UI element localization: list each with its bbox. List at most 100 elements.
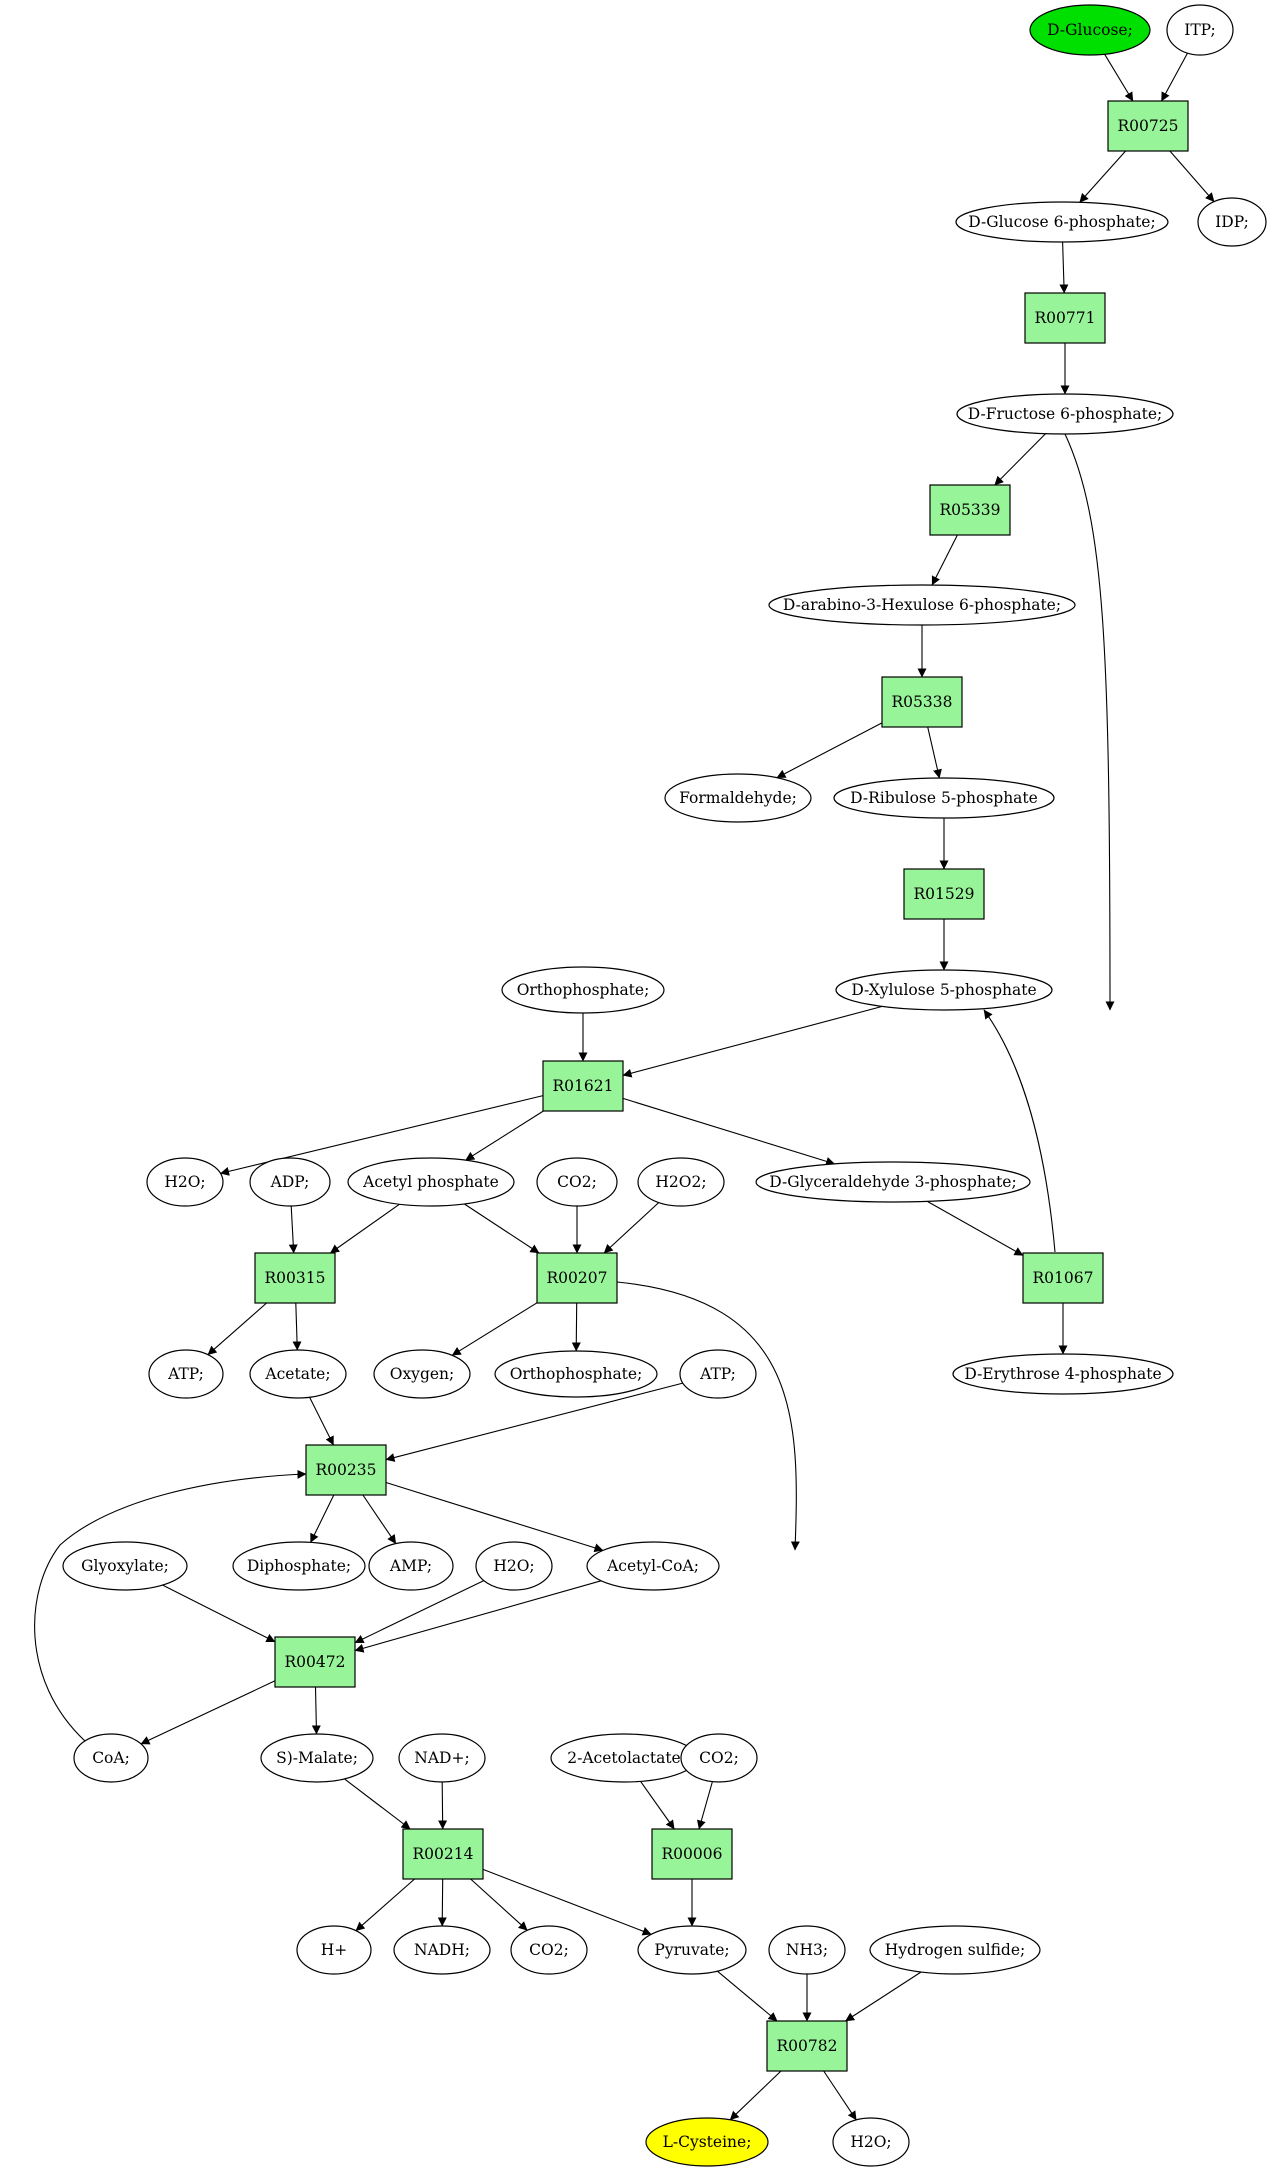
compound-node-c_co2_1: CO2; <box>536 1157 618 1207</box>
edge-r_r05338-to-c_formaldehyde <box>776 722 883 779</box>
compound-ellipse <box>1029 4 1151 56</box>
edge-r_r01621-to-c_acetylp <box>465 1110 544 1161</box>
edge-c_pyruvate-to-r_r00782 <box>717 1970 778 2022</box>
edge-r_r00235-to-c_acetylcoa <box>385 1481 604 1553</box>
compound-ellipse <box>680 1733 758 1783</box>
reaction-box <box>402 1828 484 1880</box>
compound-node-c_amp: AMP; <box>368 1541 454 1591</box>
compound-node-c_nadh: NADH; <box>393 1925 491 1975</box>
reaction-box <box>542 1060 624 1112</box>
edge-c_f6p-to-r_r05339 <box>994 433 1046 486</box>
node-label: ADP; <box>270 1173 310 1191</box>
compound-node-c_co2_3: CO2; <box>510 1925 588 1975</box>
compound-ellipse <box>368 1541 454 1591</box>
compound-node-c_atp1: ATP; <box>148 1349 224 1399</box>
compound-ellipse <box>501 966 665 1014</box>
edge-c_smalate-to-r_r00214 <box>344 1778 411 1830</box>
node-label: D-Erythrose 4-phosphate <box>964 1365 1161 1383</box>
compound-node-c_h2s: Hydrogen sulfide; <box>869 1925 1041 1975</box>
node-label: CoA; <box>92 1749 130 1767</box>
reaction-node-r_r00725: R00725 <box>1107 100 1189 152</box>
reaction-box <box>903 868 985 920</box>
node-label: R00006 <box>662 1845 723 1863</box>
reaction-box <box>1107 100 1189 152</box>
compound-ellipse <box>952 1353 1174 1395</box>
node-label: Acetate; <box>264 1365 330 1383</box>
edge-c_xylulose-to-r_r01621 <box>622 1005 883 1078</box>
reaction-node-r_r00207: R00207 <box>536 1252 618 1304</box>
reaction-box <box>766 2020 848 2072</box>
node-label: R00235 <box>316 1461 377 1479</box>
node-label: H2O; <box>164 1173 205 1191</box>
edge-r_r05339-to-c_hexulose <box>931 534 958 586</box>
node-label: R00782 <box>777 2037 838 2055</box>
compound-ellipse <box>679 1349 757 1399</box>
reaction-node-r_r00771: R00771 <box>1024 292 1106 344</box>
reaction-box <box>536 1252 618 1304</box>
node-label: Orthophosphate; <box>517 981 650 999</box>
reaction-node-r_r00472: R00472 <box>274 1636 356 1688</box>
node-label: Formaldehyde; <box>679 789 797 807</box>
compound-ellipse <box>955 201 1169 243</box>
compound-node-c_acetylp: Acetyl phosphate <box>347 1157 515 1207</box>
compound-node-c_nadp: NAD+; <box>398 1733 486 1783</box>
compound-ellipse <box>536 1157 618 1207</box>
edge-c_adp-to-r_r00315 <box>288 1205 298 1254</box>
node-label: R00725 <box>1118 117 1179 135</box>
compound-node-c_smalate: S)-Malate; <box>260 1733 374 1783</box>
compound-node-c_idp: IDP; <box>1197 197 1267 247</box>
compound-node-c_formaldehyde: Formaldehyde; <box>664 773 812 823</box>
edge-r_r00315-to-c_atp1 <box>207 1302 267 1356</box>
node-label: Acetyl phosphate <box>362 1173 499 1191</box>
edge-r_r00472-to-c_coa <box>140 1680 276 1745</box>
node-label: R00214 <box>413 1845 474 1863</box>
compound-node-c_g6p: D-Glucose 6-phosphate; <box>955 201 1169 243</box>
edge-r_r00235-to-c_amp <box>362 1494 397 1544</box>
edge-r_r00207-to-c_orthophosphate2 <box>571 1302 581 1352</box>
reaction-node-r_r01067: R01067 <box>1022 1252 1104 1304</box>
node-label: S)-Malate; <box>276 1749 358 1767</box>
compound-node-c_coa: CoA; <box>73 1733 149 1783</box>
compound-node-c_f6p: D-Fructose 6-phosphate; <box>956 393 1174 435</box>
compound-node-c_itp: ITP; <box>1166 4 1234 56</box>
compound-node-c_h2o_3: H2O; <box>832 2117 910 2167</box>
compound-node-c_acetylcoa: Acetyl-CoA; <box>586 1541 720 1591</box>
node-label: D-Ribulose 5-phosphate <box>850 789 1038 807</box>
edge-c_acetate-to-r_r00235 <box>309 1397 334 1446</box>
compound-node-c_h2o_1: H2O; <box>146 1157 224 1207</box>
compound-ellipse <box>73 1733 149 1783</box>
compound-node-c_h2o_2: H2O; <box>475 1541 553 1591</box>
edge-c_g6p-to-r_r00771 <box>1059 241 1069 294</box>
compound-node-c_co2_2: CO2; <box>680 1733 758 1783</box>
compound-node-c_acetate: Acetate; <box>249 1349 347 1399</box>
node-label: Glyoxylate; <box>81 1557 169 1575</box>
edge-c_f6p-to-r_r01067 <box>1064 433 1115 1011</box>
compound-ellipse <box>1166 4 1234 56</box>
compound-node-c_orthophosphate2: Orthophosphate; <box>494 1350 658 1398</box>
edge-c_h2s-to-r_r00782 <box>845 1971 922 2022</box>
edge-r_r00315-to-c_acetate <box>292 1302 302 1351</box>
reaction-box <box>1022 1252 1104 1304</box>
compound-node-c_nh3: NH3; <box>768 1925 846 1975</box>
compound-node-c_pyruvate: Pyruvate; <box>637 1925 747 1975</box>
reaction-box <box>274 1636 356 1688</box>
compound-ellipse <box>494 1350 658 1398</box>
edge-r_r00207-to-c_oxygen <box>451 1302 538 1356</box>
compound-ellipse <box>835 969 1053 1011</box>
reaction-node-r_r00235: R00235 <box>305 1444 387 1496</box>
reaction-node-r_r01621: R01621 <box>542 1060 624 1112</box>
compound-node-c_orthophosphate1: Orthophosphate; <box>501 966 665 1014</box>
compound-ellipse <box>232 1541 366 1591</box>
edge-c_glyoxylate-to-r_r00472 <box>162 1584 276 1643</box>
compound-ellipse <box>148 1349 224 1399</box>
compound-ellipse <box>475 1541 553 1591</box>
node-label: R05338 <box>892 693 953 711</box>
compound-node-c_e4p: D-Erythrose 4-phosphate <box>952 1353 1174 1395</box>
edge-c_gap-to-r_r01067 <box>927 1200 1024 1256</box>
edge-r_r00782-to-c_lcysteine <box>729 2070 782 2121</box>
compound-ellipse <box>249 1157 331 1207</box>
node-label: D-Glucose; <box>1047 21 1133 39</box>
compound-ellipse <box>586 1541 720 1591</box>
